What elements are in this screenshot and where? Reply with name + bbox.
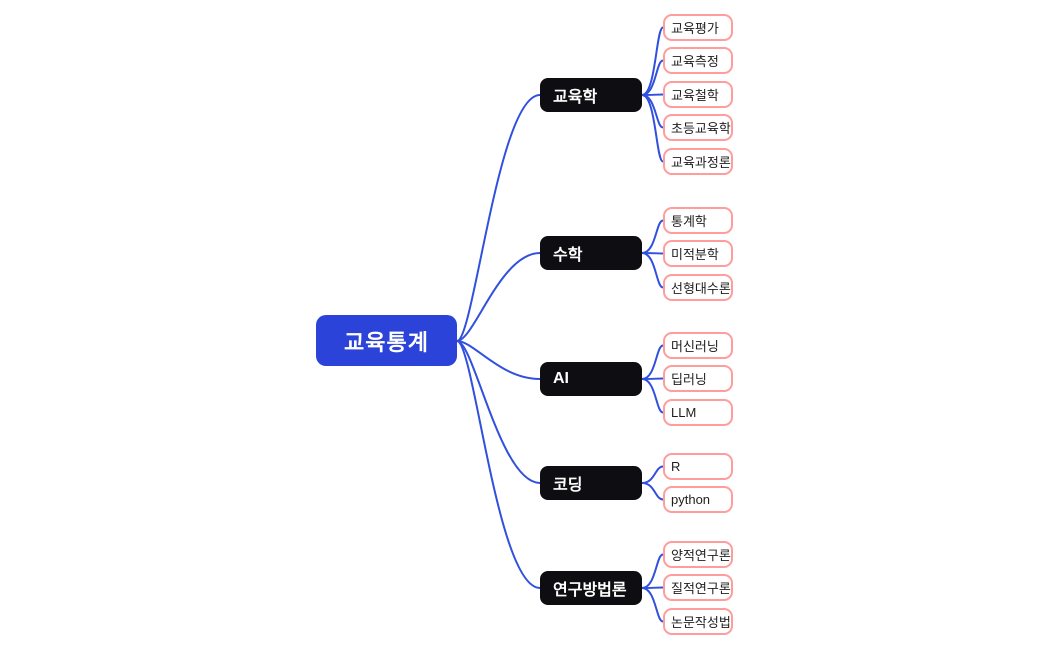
leaf-node[interactable]: 양적연구론 bbox=[663, 541, 733, 568]
leaf-node[interactable]: 미적분학 bbox=[663, 240, 733, 267]
leaf-node[interactable]: 선형대수론 bbox=[663, 274, 733, 301]
leaf-node[interactable]: 교육과정론 bbox=[663, 148, 733, 175]
leaf-node[interactable]: 교육측정 bbox=[663, 47, 733, 74]
leaf-node-label: 양적연구론 bbox=[671, 548, 731, 563]
leaf-edge bbox=[641, 465, 664, 484]
branch-node-research-methods[interactable]: 연구방법론 bbox=[540, 571, 642, 605]
leaf-edge bbox=[641, 344, 664, 380]
leaf-node[interactable]: 교육철학 bbox=[663, 81, 733, 108]
leaf-node-label: 교육측정 bbox=[671, 54, 719, 69]
leaf-node-label: 질적연구론 bbox=[671, 581, 731, 596]
leaf-node-label: 미적분학 bbox=[671, 247, 719, 262]
edge-root-to-coding bbox=[456, 340, 541, 484]
branch-node-label: 코딩 bbox=[553, 477, 583, 494]
edge-root-to-education bbox=[456, 94, 541, 342]
leaf-node[interactable]: 논문작성법 bbox=[663, 608, 733, 635]
leaf-node[interactable]: 머신러닝 bbox=[663, 332, 733, 359]
leaf-node[interactable]: python bbox=[663, 486, 733, 513]
leaf-node[interactable]: 통계학 bbox=[663, 207, 733, 234]
leaf-node-label: LLM bbox=[671, 405, 697, 420]
edge-root-to-research bbox=[456, 340, 541, 589]
leaf-node-label: 교육과정론 bbox=[671, 155, 731, 170]
leaf-node-label: 딥러닝 bbox=[671, 372, 707, 387]
branch-node-label: 연구방법론 bbox=[553, 582, 627, 599]
leaf-node[interactable]: 질적연구론 bbox=[663, 574, 733, 601]
branch-node-label: AI bbox=[553, 370, 569, 387]
edge-root-to-math bbox=[456, 252, 541, 342]
leaf-node[interactable]: LLM bbox=[663, 399, 733, 426]
leaf-node-label: 머신러닝 bbox=[671, 339, 719, 354]
leaf-edge bbox=[641, 252, 664, 289]
leaf-edge bbox=[641, 219, 664, 254]
leaf-node-label: python bbox=[671, 492, 711, 507]
leaf-node-label: R bbox=[671, 459, 681, 474]
leaf-edge bbox=[641, 587, 664, 623]
branch-node-label: 교육학 bbox=[553, 89, 598, 106]
branch-node-ai[interactable]: AI bbox=[540, 362, 642, 396]
leaf-edge bbox=[641, 94, 664, 163]
leaf-node-label: 교육철학 bbox=[671, 88, 719, 103]
leaf-node[interactable]: 교육평가 bbox=[663, 14, 733, 41]
leaf-node-label: 선형대수론 bbox=[671, 281, 731, 296]
leaf-node-label: 교육평가 bbox=[671, 21, 719, 36]
leaf-node[interactable]: 딥러닝 bbox=[663, 365, 733, 392]
leaf-edge bbox=[641, 482, 664, 501]
leaf-node[interactable]: R bbox=[663, 453, 733, 480]
branch-node-label: 수학 bbox=[553, 247, 583, 264]
leaf-edge bbox=[641, 378, 664, 414]
leaf-edge bbox=[641, 553, 664, 589]
leaf-node-label: 논문작성법 bbox=[671, 615, 731, 630]
root-node[interactable]: 교육통계 bbox=[316, 315, 457, 366]
root-node-label: 교육통계 bbox=[344, 329, 429, 355]
branch-node-math[interactable]: 수학 bbox=[540, 236, 642, 270]
leaf-node[interactable]: 초등교육학 bbox=[663, 114, 733, 141]
edge-root-to-ai bbox=[456, 340, 541, 380]
leaf-node-label: 통계학 bbox=[671, 214, 707, 229]
branch-node-education[interactable]: 교육학 bbox=[540, 78, 642, 112]
leaf-node-label: 초등교육학 bbox=[671, 121, 731, 136]
branch-node-coding[interactable]: 코딩 bbox=[540, 466, 642, 500]
